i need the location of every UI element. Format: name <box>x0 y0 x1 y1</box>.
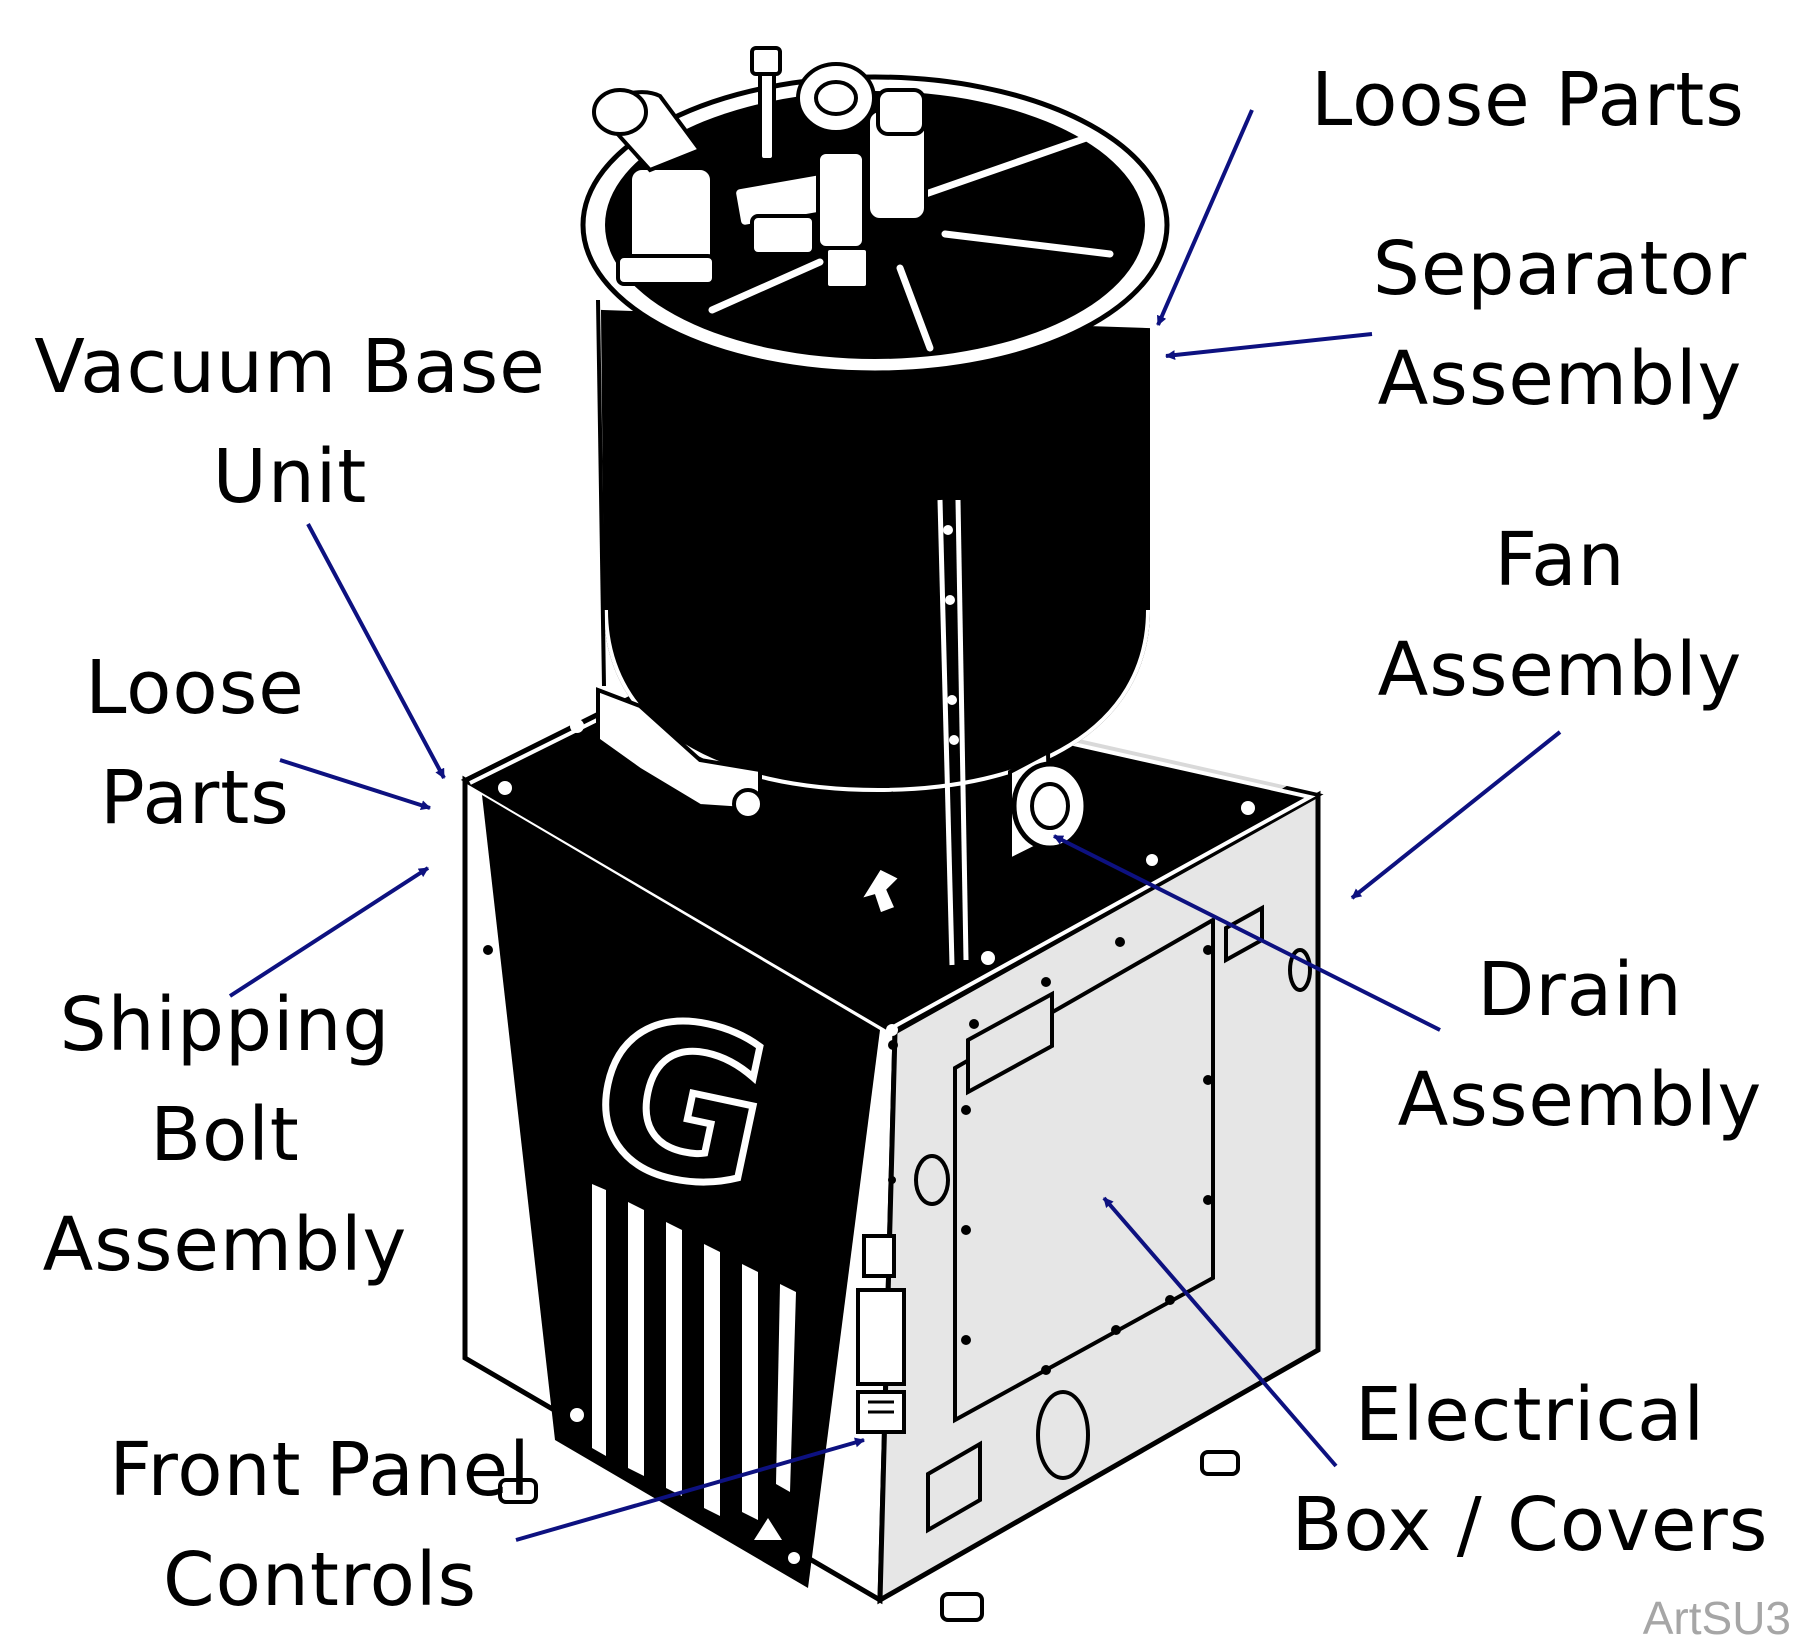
label-line: Assembly <box>1377 627 1743 713</box>
label-line: Drain <box>1477 947 1683 1033</box>
label-drain-assembly: Drain Assembly <box>1360 935 1799 1155</box>
label-line: Vacuum Base <box>34 324 546 410</box>
lid-fittings <box>592 46 928 290</box>
arrow-fan <box>1350 730 1562 900</box>
arrow-drain <box>1053 834 1441 1032</box>
label-line: Assembly <box>1397 1057 1763 1143</box>
label-loose-parts-top: Loose Parts <box>1258 45 1798 155</box>
label-line: Controls <box>162 1537 478 1623</box>
art-code: ArtSU3 <box>1642 1592 1791 1644</box>
label-line: Assembly <box>42 1202 408 1288</box>
label-line: Separator <box>1372 226 1748 312</box>
label-line: Box / Covers <box>1291 1482 1769 1568</box>
arrow-loose-parts-top <box>1156 109 1254 326</box>
label-electrical-box-covers: Electrical Box / Covers <box>1262 1360 1798 1580</box>
arrow-loose-parts-left <box>279 758 431 811</box>
side-display <box>856 1288 906 1386</box>
label-line: Bolt <box>150 1092 300 1178</box>
label-front-panel-controls: Front Panel Controls <box>50 1415 590 1635</box>
foot <box>940 1592 984 1622</box>
label-fan-assembly: Fan Assembly <box>1340 505 1780 725</box>
label-line: Parts <box>100 755 290 841</box>
label-line: Loose <box>85 645 305 731</box>
arrow-electrical <box>1102 1196 1338 1468</box>
foot <box>498 1478 538 1504</box>
drain-assembly <box>888 748 1089 864</box>
callout-arrows <box>228 109 1562 1542</box>
label-line: Electrical <box>1354 1372 1706 1458</box>
label-line: Fan <box>1494 517 1626 603</box>
label-line: Loose Parts <box>1311 57 1745 143</box>
label-line: Unit <box>212 434 368 520</box>
label-loose-parts-left: Loose Parts <box>40 633 350 853</box>
side-switch <box>862 1234 896 1278</box>
warning-triangle-icon <box>754 1518 782 1540</box>
label-line: Front Panel <box>109 1427 531 1513</box>
arrow-vacuum-base <box>306 523 446 779</box>
arrow-shipping-bolt <box>228 866 430 998</box>
arrow-separator <box>1165 332 1373 361</box>
separator-tank <box>580 46 1170 966</box>
label-vacuum-base-unit: Vacuum Base Unit <box>0 312 580 532</box>
base-unit <box>460 655 1324 1622</box>
label-shipping-bolt-assembly: Shipping Bolt Assembly <box>10 970 440 1300</box>
label-line: Assembly <box>1377 336 1743 422</box>
arrow-front-panel <box>515 1437 865 1542</box>
label-separator-assembly: Separator Assembly <box>1330 214 1790 434</box>
label-line: Shipping <box>59 982 391 1068</box>
foot <box>1200 1450 1240 1476</box>
vent-grille <box>592 1184 796 1520</box>
